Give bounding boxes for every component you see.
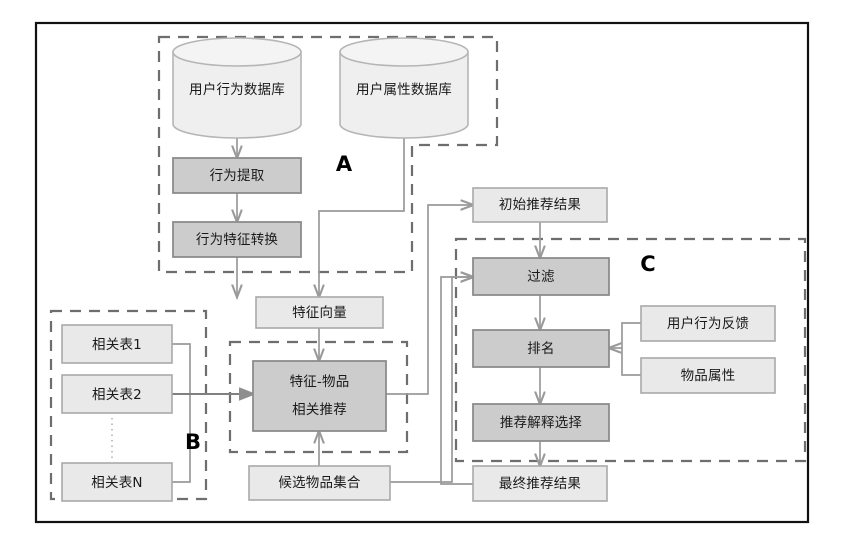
- node-initial-recommendation-result-label: 初始推荐结果: [499, 196, 581, 213]
- node-item-attribute[interactable]: 物品属性: [640, 357, 776, 394]
- node-relation-table-2[interactable]: 相关表2: [61, 374, 173, 414]
- node-user-behavior-feedback-label: 用户行为反馈: [667, 315, 749, 332]
- connector-attributedb-to-featurevector: [319, 138, 405, 297]
- node-user-behavior-db[interactable]: 用户行为数据库: [172, 37, 302, 139]
- node-behavior-extraction-label: 行为提取: [210, 168, 265, 184]
- connector-tablen-to-junction: [172, 394, 191, 483]
- outer-frame: [34, 21, 810, 524]
- node-relation-table-1-label: 相关表1: [92, 337, 142, 353]
- node-behavior-feature-transform[interactable]: 行为特征转换: [172, 221, 302, 258]
- connector-core-to-initialresult: [386, 205, 473, 395]
- node-ranking-label: 排名: [527, 341, 554, 357]
- node-user-attribute-db-label: 用户属性数据库: [356, 81, 452, 98]
- node-candidate-item-set[interactable]: 候选物品集合: [248, 465, 391, 501]
- node-user-behavior-feedback[interactable]: 用户行为反馈: [640, 305, 776, 342]
- node-behavior-feature-transform-label: 行为特征转换: [196, 232, 278, 248]
- node-recommendation-explanation-select-label: 推荐解释选择: [500, 415, 582, 431]
- node-feature-item-recommendation-label-line2: 相关推荐: [292, 402, 347, 418]
- node-feature-vector-label: 特征向量: [292, 305, 347, 321]
- connector-table1-to-junction: [172, 343, 191, 394]
- node-final-recommendation-result-label: 最终推荐结果: [499, 476, 581, 492]
- node-behavior-extraction[interactable]: 行为提取: [172, 157, 302, 194]
- recommendation-core-dashed-boundary: [228, 340, 409, 454]
- node-candidate-item-set-label: 候选物品集合: [278, 475, 360, 491]
- node-filter-label: 过滤: [527, 269, 555, 285]
- node-relation-table-n[interactable]: 相关表N: [61, 462, 173, 502]
- node-recommendation-explanation-select[interactable]: 推荐解释选择: [472, 403, 610, 442]
- node-feature-item-recommendation-label-line1: 特征-物品: [290, 374, 350, 390]
- group-label-a: A: [336, 152, 353, 176]
- group-label-b: B: [185, 430, 201, 454]
- node-relation-table-2-label: 相关表2: [92, 387, 142, 403]
- node-filter[interactable]: 过滤: [472, 257, 610, 296]
- node-feature-item-recommendation[interactable]: 特征-物品 相关推荐: [252, 360, 387, 432]
- node-ranking[interactable]: 排名: [472, 329, 610, 368]
- node-relation-table-1[interactable]: 相关表1: [61, 324, 173, 364]
- connector-finalresult-feedback-loop: [440, 277, 506, 485]
- connector-itemattribute-to-ranking: [621, 348, 641, 376]
- node-user-behavior-db-label: 用户行为数据库: [189, 81, 285, 98]
- group-label-c: C: [640, 252, 655, 276]
- node-user-attribute-db[interactable]: 用户属性数据库: [339, 37, 469, 139]
- node-relation-table-n-label: 相关表N: [91, 475, 142, 491]
- node-initial-recommendation-result[interactable]: 初始推荐结果: [472, 187, 608, 223]
- group-c-dashed-boundary: [454, 237, 807, 463]
- node-final-recommendation-result[interactable]: 最终推荐结果: [472, 465, 608, 502]
- connector-feedback-to-ranking: [621, 322, 641, 348]
- node-feature-vector[interactable]: 特征向量: [255, 296, 384, 329]
- node-item-attribute-label: 物品属性: [681, 368, 736, 384]
